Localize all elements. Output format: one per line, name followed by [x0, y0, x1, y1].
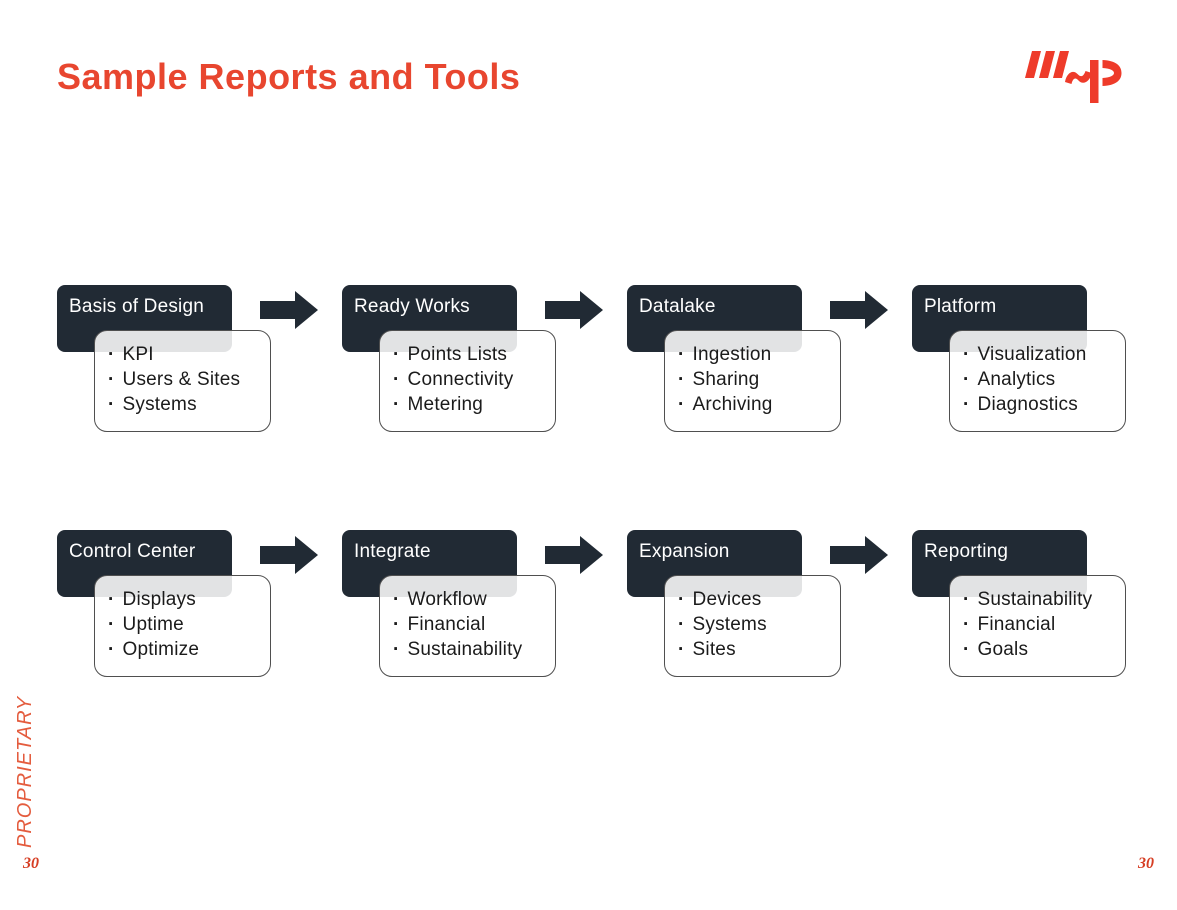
- step-card: Devices Systems Sites: [664, 575, 841, 677]
- step-card: Points Lists Connectivity Metering: [379, 330, 556, 432]
- step-card: KPI Users & Sites Systems: [94, 330, 271, 432]
- bullet-item: Displays: [108, 587, 270, 612]
- bullet-item: Connectivity: [393, 367, 555, 392]
- bullet-item: Metering: [393, 392, 555, 417]
- bullet-item: Users & Sites: [108, 367, 270, 392]
- step-card: Visualization Analytics Diagnostics: [949, 330, 1126, 432]
- bullet-item: Devices: [678, 587, 840, 612]
- bullet-item: Sustainability: [963, 587, 1125, 612]
- step-card: Sustainability Financial Goals: [949, 575, 1126, 677]
- bullet-item: Financial: [963, 612, 1125, 637]
- bullet-item: Financial: [393, 612, 555, 637]
- page-number-right: 30: [1138, 855, 1154, 872]
- bullet-item: Sustainability: [393, 637, 555, 662]
- step-card: Displays Uptime Optimize: [94, 575, 271, 677]
- page-number-left: 30: [23, 855, 39, 872]
- arrow-right-icon: [260, 291, 318, 329]
- arrow-right-icon: [830, 536, 888, 574]
- arrow-right-icon: [830, 291, 888, 329]
- proprietary-label: PROPRIETARY: [14, 695, 36, 848]
- bullet-item: Diagnostics: [963, 392, 1125, 417]
- bullet-item: Workflow: [393, 587, 555, 612]
- step-card: Workflow Financial Sustainability: [379, 575, 556, 677]
- bullet-item: KPI: [108, 342, 270, 367]
- bullet-item: Sharing: [678, 367, 840, 392]
- arrow-right-icon: [545, 291, 603, 329]
- step-basis-of-design: Basis of Design KPI Users & Sites System…: [57, 285, 342, 435]
- wsp-logo: [1025, 51, 1122, 103]
- bullet-item: Points Lists: [393, 342, 555, 367]
- step-datalake: Datalake Ingestion Sharing Archiving: [627, 285, 912, 435]
- bullet-item: Sites: [678, 637, 840, 662]
- step-reporting: Reporting Sustainability Financial Goals: [912, 530, 1177, 680]
- bullet-item: Ingestion: [678, 342, 840, 367]
- step-card: Ingestion Sharing Archiving: [664, 330, 841, 432]
- bullet-item: Archiving: [678, 392, 840, 417]
- step-expansion: Expansion Devices Systems Sites: [627, 530, 912, 680]
- bullet-item: Optimize: [108, 637, 270, 662]
- arrow-right-icon: [260, 536, 318, 574]
- arrow-right-icon: [545, 536, 603, 574]
- bullet-item: Systems: [678, 612, 840, 637]
- bullet-item: Systems: [108, 392, 270, 417]
- step-control-center: Control Center Displays Uptime Optimize: [57, 530, 342, 680]
- step-platform: Platform Visualization Analytics Diagnos…: [912, 285, 1177, 435]
- slide-title: Sample Reports and Tools: [57, 56, 521, 97]
- bullet-item: Uptime: [108, 612, 270, 637]
- bullet-item: Analytics: [963, 367, 1125, 392]
- step-ready-works: Ready Works Points Lists Connectivity Me…: [342, 285, 627, 435]
- bullet-item: Goals: [963, 637, 1125, 662]
- step-integrate: Integrate Workflow Financial Sustainabil…: [342, 530, 627, 680]
- bullet-item: Visualization: [963, 342, 1125, 367]
